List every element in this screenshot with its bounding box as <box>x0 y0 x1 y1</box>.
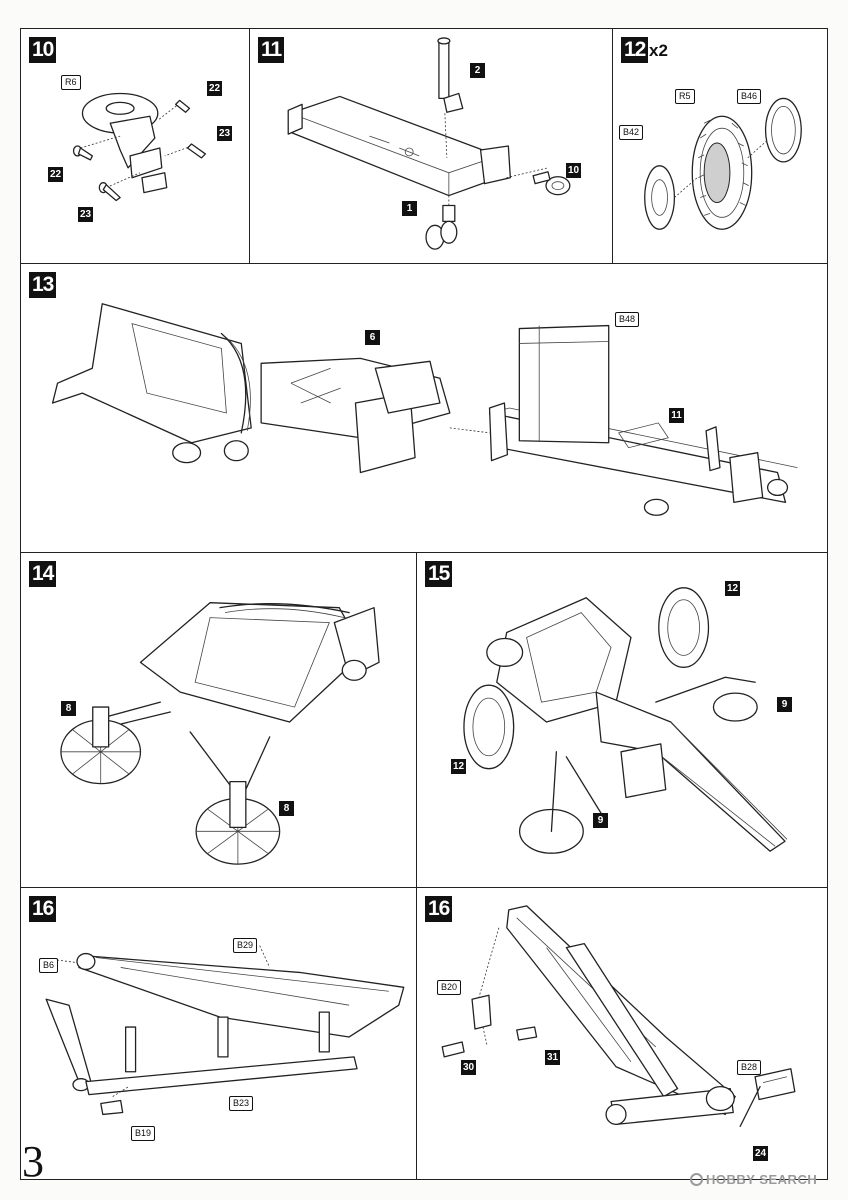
step-16-left-panel: 16 B29 B6 B23 B19 <box>20 887 417 1180</box>
step-number: 16 <box>425 896 453 922</box>
part-label-r6: R6 <box>61 75 81 90</box>
step-16-right-panel: 16 B20 31 30 B28 24 <box>416 887 828 1180</box>
step-13-illustration <box>51 303 798 516</box>
step-12-illustration <box>644 97 802 230</box>
quantity-multiplier: x2 <box>649 41 668 60</box>
part-label-b19: B19 <box>131 1126 156 1141</box>
step-number: 13 <box>29 272 57 298</box>
part-label-r5: R5 <box>675 89 695 104</box>
step-number: 16 <box>29 896 57 922</box>
part-label-b46: B46 <box>737 89 762 104</box>
part-label-b23: B23 <box>229 1096 254 1111</box>
step-14-panel: 14 8 8 <box>20 552 417 888</box>
logo-icon <box>690 1173 703 1186</box>
step-number: 10 <box>29 37 57 63</box>
step-10-panel: 10 R6 22 23 22 23 <box>20 28 250 264</box>
step-16-right-illustration <box>441 905 796 1128</box>
part-label-8: 8 <box>279 801 294 816</box>
step-11-panel: 11 2 10 1 <box>249 28 613 264</box>
part-label-b42: B42 <box>619 125 644 140</box>
part-label-2: 2 <box>470 63 485 78</box>
step-number: 11 <box>258 37 285 63</box>
part-label-b48: B48 <box>615 312 640 327</box>
step-10-illustration <box>72 92 207 202</box>
part-label-8: 8 <box>61 701 76 716</box>
step-number: 14 <box>29 561 57 587</box>
part-label-9: 9 <box>777 697 792 712</box>
part-label-30: 30 <box>461 1060 477 1075</box>
part-label-b20: B20 <box>437 980 462 995</box>
part-label-22: 22 <box>207 81 223 96</box>
step-12-panel: 12 x2 R5 B46 B42 <box>612 28 828 264</box>
part-label-9: 9 <box>593 813 608 828</box>
watermark: HOBBY SEARCH <box>690 1172 817 1187</box>
part-label-23: 23 <box>78 207 94 222</box>
part-label-12: 12 <box>451 759 467 774</box>
part-label-b28: B28 <box>737 1060 762 1075</box>
step-15-panel: 15 12 9 12 9 <box>416 552 828 888</box>
step-16-left-illustration <box>45 945 405 1116</box>
step-number: 12 <box>621 37 649 63</box>
page-number: 3 <box>22 1137 44 1186</box>
part-label-24: 24 <box>753 1146 769 1161</box>
step-14-illustration <box>60 602 380 865</box>
part-label-23: 23 <box>217 126 233 141</box>
step-13-panel: 13 6 B48 11 <box>20 263 828 553</box>
part-label-11: 11 <box>669 408 684 423</box>
part-label-12: 12 <box>725 581 741 596</box>
step-number: 15 <box>425 561 453 587</box>
part-label-31: 31 <box>545 1050 561 1065</box>
part-label-b6: B6 <box>39 958 59 973</box>
step-15-illustration <box>463 587 788 854</box>
watermark-text: HOBBY SEARCH <box>706 1172 818 1187</box>
part-label-6: 6 <box>365 330 380 345</box>
part-label-22: 22 <box>48 167 64 182</box>
part-label-10: 10 <box>566 163 582 178</box>
part-label-1: 1 <box>402 201 417 216</box>
part-label-b29: B29 <box>233 938 258 953</box>
step-11-illustration <box>287 37 571 250</box>
